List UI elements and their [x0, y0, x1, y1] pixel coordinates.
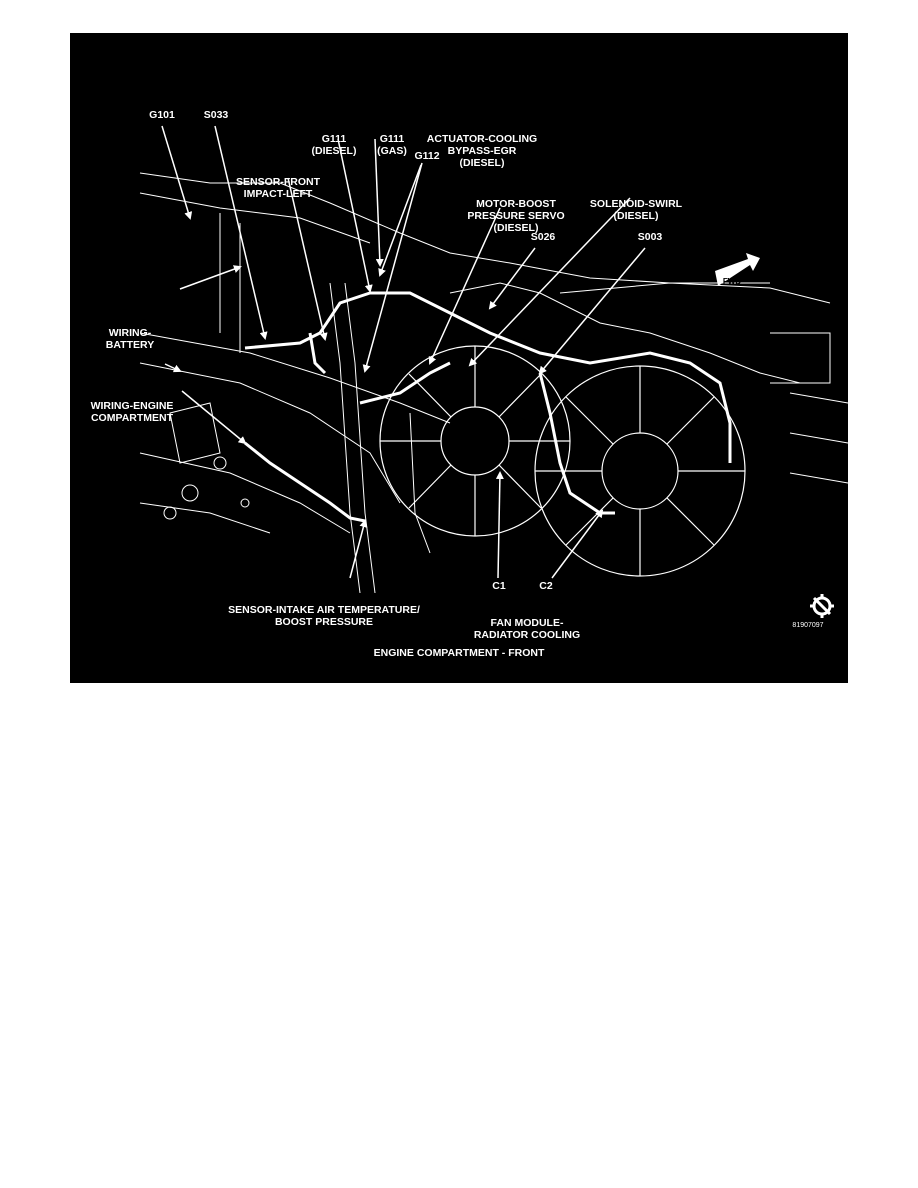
wiring-harness [244, 291, 732, 523]
gear-wrench-icon [810, 594, 834, 618]
wiring-diagram-figure: G101 S033 G111(DIESEL) G111(GAS) ACTUATO… [70, 33, 848, 683]
forward-arrow-label: FWD [722, 277, 742, 286]
label-s026: S026 [530, 231, 556, 243]
label-g111-diesel: G111(DIESEL) [311, 133, 357, 157]
radiator-fans [379, 345, 746, 577]
label-c1: C1 [492, 580, 506, 592]
label-g111-gas: G111(GAS) [377, 133, 407, 157]
label-s033: S033 [203, 109, 229, 121]
figure-id: 81907097 [792, 622, 824, 629]
forward-arrow-icon [715, 253, 760, 286]
label-fan-module-radiator-cooling: FAN MODULE-RADIATOR COOLING [473, 617, 581, 641]
label-wiring-battery: WIRING-BATTERY [105, 327, 155, 351]
label-g101: G101 [149, 109, 175, 121]
label-g112: G112 [414, 150, 440, 162]
figure-caption: ENGINE COMPARTMENT - FRONT [373, 647, 545, 659]
label-c2: C2 [539, 580, 553, 592]
leader-lines [161, 125, 646, 579]
label-solenoid-swirl: SOLENOID-SWIRL(DIESEL) [589, 198, 683, 222]
label-s003: S003 [637, 231, 663, 243]
label-sensor-intake-air-temperature: SENSOR-INTAKE AIR TEMPERATURE/BOOST PRES… [228, 604, 420, 628]
engine-compartment-illustration [139, 125, 848, 618]
